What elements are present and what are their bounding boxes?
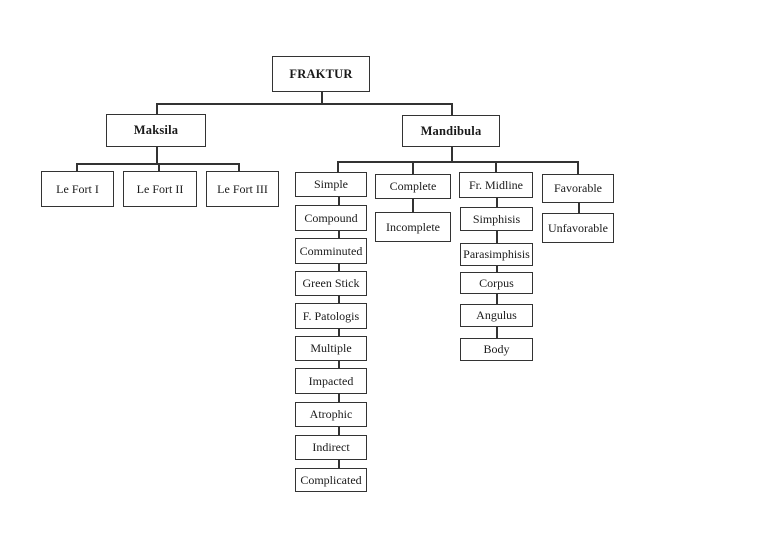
connector-line	[496, 294, 498, 304]
connector-line	[496, 327, 498, 338]
node-simphisis: Simphisis	[460, 207, 533, 231]
node-body: Body	[460, 338, 533, 361]
node-le-fort-1: Le Fort I	[41, 171, 114, 207]
connector-line	[156, 147, 158, 163]
connector-line	[321, 92, 323, 103]
node-atrophic: Atrophic	[295, 402, 367, 427]
connector-line	[158, 163, 160, 171]
connector-line	[495, 161, 497, 172]
connector-line	[76, 163, 239, 165]
connector-line	[338, 197, 340, 205]
connector-line	[338, 264, 340, 271]
node-simple: Simple	[295, 172, 367, 197]
connector-line	[451, 103, 453, 115]
node-fraktur: FRAKTUR	[272, 56, 370, 92]
connector-line	[238, 163, 240, 171]
connector-line	[577, 161, 579, 174]
node-mandibula: Mandibula	[402, 115, 500, 147]
connector-line	[578, 203, 580, 213]
node-favorable: Favorable	[542, 174, 614, 203]
connector-line	[337, 161, 578, 163]
connector-line	[338, 427, 340, 435]
node-angulus: Angulus	[460, 304, 533, 327]
node-le-fort-3: Le Fort III	[206, 171, 279, 207]
node-unfavorable: Unfavorable	[542, 213, 614, 243]
connector-line	[338, 460, 340, 468]
node-maksila: Maksila	[106, 114, 206, 147]
connector-line	[338, 394, 340, 402]
connector-line	[451, 147, 453, 161]
node-compound: Compound	[295, 205, 367, 231]
connector-line	[337, 161, 339, 172]
node-complicated: Complicated	[295, 468, 367, 492]
connector-line	[338, 296, 340, 303]
node-le-fort-2: Le Fort II	[123, 171, 197, 207]
node-fr-midline: Fr. Midline	[459, 172, 533, 198]
node-corpus: Corpus	[460, 272, 533, 294]
connector-line	[338, 361, 340, 368]
connector-line	[496, 231, 498, 243]
node-indirect: Indirect	[295, 435, 367, 460]
node-parasimphisis: Parasimphisis	[460, 243, 533, 266]
node-f-patologis: F. Patologis	[295, 303, 367, 329]
node-incomplete: Incomplete	[375, 212, 451, 242]
connector-line	[412, 199, 414, 212]
connector-line	[76, 163, 78, 171]
connector-line	[412, 161, 414, 174]
node-green-stick: Green Stick	[295, 271, 367, 296]
connector-line	[338, 329, 340, 336]
node-impacted: Impacted	[295, 368, 367, 394]
connector-line	[156, 103, 452, 105]
connector-line	[496, 266, 498, 272]
connector-line	[338, 231, 340, 238]
node-multiple: Multiple	[295, 336, 367, 361]
connector-line	[156, 103, 158, 114]
connector-line	[496, 198, 498, 207]
node-complete: Complete	[375, 174, 451, 199]
node-comminuted: Comminuted	[295, 238, 367, 264]
